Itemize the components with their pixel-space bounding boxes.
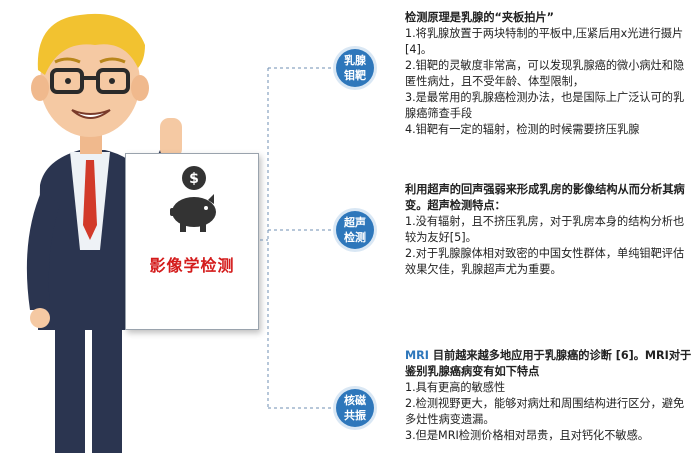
section-mri: MRI 目前越来越多地应用于乳腺癌的诊断 [6]。MRI对于鉴别乳腺癌病变有如下… (405, 348, 695, 444)
list-item: 2.钼靶的灵敏度非常高，可以发现乳腺癌的微小病灶和隐匿性病灶，且不受年龄、体型限… (405, 59, 685, 88)
circle-ultrasound: 超声 检测 (336, 211, 374, 249)
circle-label-line1: 乳腺 (344, 54, 366, 67)
piggy-bank-icon: $ (170, 166, 216, 232)
circle-mammography: 乳腺 钼靶 (336, 49, 374, 87)
list-item: 1.没有辐射，且不挤压乳房，对于乳房本身的结构分析也较为友好[5]。 (405, 215, 685, 244)
mri-tag: MRI (405, 349, 429, 362)
circle-label-line1: 超声 (344, 216, 366, 229)
section-heading-text: 目前越来越多地应用于乳腺癌的诊断 [6]。MRI对于鉴别乳腺癌病变有如下特点 (405, 349, 692, 378)
section-ultrasound: 利用超声的回声强弱来形成乳房的影像结构从而分析其病变。超声检测特点： 1.没有辐… (405, 182, 695, 278)
section-heading: MRI 目前越来越多地应用于乳腺癌的诊断 [6]。MRI对于鉴别乳腺癌病变有如下… (405, 348, 695, 380)
list-item: 2.对于乳腺腺体相对致密的中国女性群体，单纯钼靶评估效果欠佳，乳腺超声尤为重要。 (405, 247, 685, 276)
list-item: 2.检测视野更大，能够对病灶和周围结构进行区分，避免多灶性病变遗漏。 (405, 397, 685, 426)
connector-lines (260, 67, 335, 409)
circle-label-line2: 检测 (344, 231, 366, 244)
section-heading: 利用超声的回声强弱来形成乳房的影像结构从而分析其病变。超声检测特点： (405, 183, 685, 212)
presentation-board: $ 影像学检测 (125, 153, 259, 330)
svg-text:$: $ (189, 171, 199, 187)
presenter-illustration (26, 13, 182, 453)
circle-label-line1: 核磁 (344, 394, 366, 407)
list-item: 4.钼靶有一定的辐射，检测的时候需要挤压乳腺 (405, 123, 640, 136)
circle-label-line2: 共振 (344, 409, 366, 422)
list-item: 3.但是MRI检测价格相对昂贵，且对钙化不敏感。 (405, 429, 649, 442)
board-title: 影像学检测 (149, 256, 235, 275)
list-item: 1.将乳腺放置于两块特制的平板中,压紧后用x光进行摄片[4]。 (405, 27, 684, 56)
list-item: 1.具有更高的敏感性 (405, 381, 506, 394)
section-mammography: 检测原理是乳腺的“夹板拍片” 1.将乳腺放置于两块特制的平板中,压紧后用x光进行… (405, 10, 695, 138)
list-item: 3.是最常用的乳腺癌检测办法，也是国际上广泛认可的乳腺癌筛查手段 (405, 91, 685, 120)
section-heading: 检测原理是乳腺的“夹板拍片” (405, 11, 554, 24)
circle-label-line2: 钼靶 (344, 69, 366, 82)
circle-mri: 核磁 共振 (336, 389, 374, 427)
